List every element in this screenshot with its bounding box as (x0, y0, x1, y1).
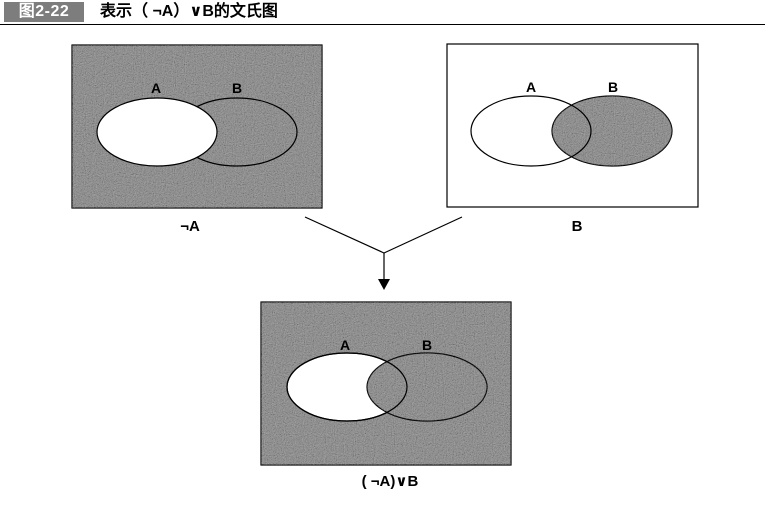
figure-header: 图2-22 表示（ ¬A）∨B的文氏图 (0, 0, 765, 24)
caption-not-a: ¬A (180, 218, 200, 235)
header-rule (0, 24, 765, 25)
set-a-label: A (340, 337, 350, 353)
panel-b: A B (446, 43, 699, 208)
grain-texture (552, 96, 672, 166)
grain-texture (367, 353, 487, 421)
set-a-outline (286, 352, 408, 422)
set-b-label: B (422, 337, 432, 353)
figure-title: 表示（ ¬A）∨B的文氏图 (100, 3, 278, 20)
arrow-head (378, 279, 390, 290)
panel-not-a-or-b: A B (260, 301, 512, 466)
set-a-circle (470, 95, 592, 167)
connector-right (383, 216, 463, 254)
caption-not-a-or-b: ( ¬A)∨B (361, 473, 419, 490)
set-b-label: B (232, 80, 242, 96)
panel-not-a: A B (71, 44, 323, 209)
set-a-label: A (151, 80, 161, 96)
figure-number-label: 图2-22 (4, 2, 84, 22)
combine-connector (304, 216, 463, 290)
set-b-label: B (608, 79, 618, 95)
set-a-label: A (526, 79, 536, 95)
set-a-circle (96, 97, 218, 167)
connector-left (304, 216, 385, 254)
caption-b: B (571, 218, 583, 235)
